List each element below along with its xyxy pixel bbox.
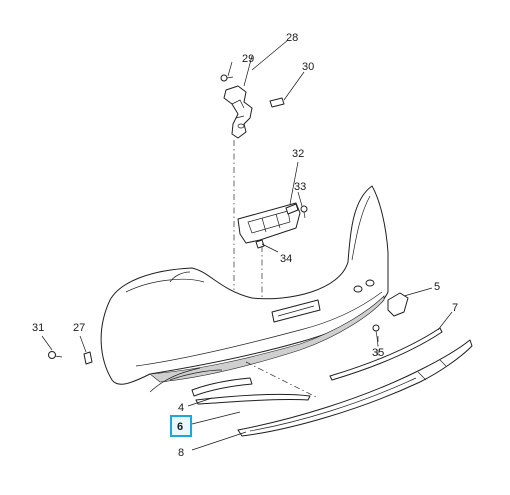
callout-30: 30 (302, 61, 314, 73)
center-screw (300, 205, 308, 219)
centerline-lower (245, 361, 319, 399)
callout-8: 8 (178, 447, 184, 459)
callout-5: 5 (434, 281, 440, 293)
center-bracket (237, 202, 301, 244)
callout-6: 6 (177, 421, 183, 433)
callout-27: 27 (73, 322, 85, 334)
reflector-right (387, 292, 409, 317)
callout-7: 7 (452, 302, 458, 314)
highlight-box (170, 415, 192, 437)
bracket-clip (269, 97, 285, 108)
callout-31: 31 (32, 322, 44, 334)
callout-33: 33 (294, 181, 306, 193)
bumper-fascia (100, 185, 389, 393)
callout-6-highlight[interactable]: 6 (170, 415, 192, 437)
side-screw (48, 351, 63, 359)
bracket-screw (220, 74, 234, 82)
lower-screw (372, 324, 380, 338)
callout-28: 28 (286, 32, 298, 44)
callout-34: 34 (280, 253, 292, 265)
callout-32: 32 (292, 148, 304, 160)
callout-4: 4 (178, 402, 184, 414)
leader-lines (41, 39, 453, 451)
side-retainer (83, 351, 93, 365)
molding-strip-upper (329, 327, 443, 381)
callout-35: 35 (372, 347, 384, 359)
upper-bracket (223, 85, 253, 139)
lower-valance (237, 339, 473, 437)
center-nut (255, 239, 265, 249)
molding-strip-lower (195, 393, 311, 405)
center-clip (285, 203, 299, 215)
lamp-left (191, 377, 253, 397)
callout-29: 29 (242, 53, 254, 65)
